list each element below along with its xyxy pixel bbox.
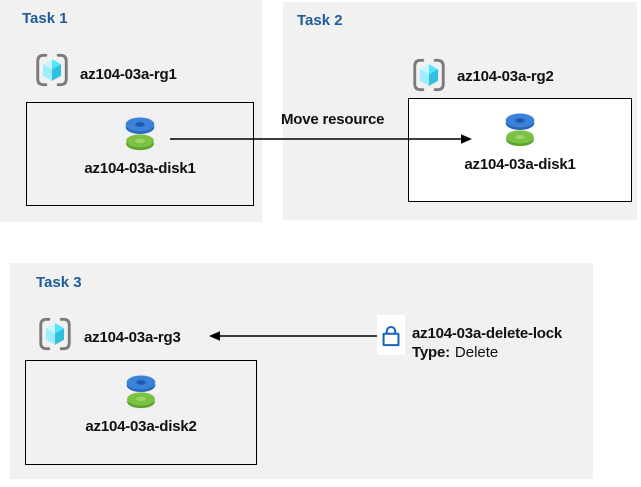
resource-label: az104-03a-disk1 xyxy=(84,160,196,177)
disk-icon xyxy=(505,113,535,147)
task-1-resource-box: az104-03a-disk1 xyxy=(26,102,254,206)
panel-task-1: Task 1 az104-03a-rg1 az104-03a-disk1 xyxy=(0,0,262,222)
resource-label: az104-03a-disk2 xyxy=(85,418,197,435)
resource-group-icon xyxy=(413,58,445,92)
task-3-title: Task 3 xyxy=(36,274,82,291)
delete-lock-name: az104-03a-delete-lock xyxy=(412,325,563,342)
task-3-resource-box: az104-03a-disk2 xyxy=(25,360,257,465)
delete-lock-type: Type:Delete xyxy=(412,344,498,361)
task-2-resource-box: az104-03a-disk1 xyxy=(408,98,632,202)
lock-type-value: Delete xyxy=(454,344,499,361)
delete-lock-chip xyxy=(377,315,405,355)
task-2-title: Task 2 xyxy=(297,12,343,29)
resource-group-icon xyxy=(39,317,71,351)
move-resource-label: Move resource xyxy=(281,111,385,128)
resource-group-label: az104-03a-rg2 xyxy=(457,68,554,85)
resource-group-icon xyxy=(36,53,68,87)
disk-icon xyxy=(126,375,156,409)
lock-type-label: Type: xyxy=(412,344,450,361)
resource-group-label: az104-03a-rg1 xyxy=(80,66,177,83)
task-1-title: Task 1 xyxy=(22,10,68,27)
panel-task-3: Task 3 az104-03a-rg3 az104-03a-delete-lo… xyxy=(10,263,593,479)
resource-label: az104-03a-disk1 xyxy=(464,156,576,173)
lock-icon xyxy=(382,325,400,347)
panel-task-2: Task 2 az104-03a-rg2 az104-03a-disk1 xyxy=(283,2,637,220)
disk-icon xyxy=(125,117,155,151)
resource-group-label: az104-03a-rg3 xyxy=(84,329,181,346)
